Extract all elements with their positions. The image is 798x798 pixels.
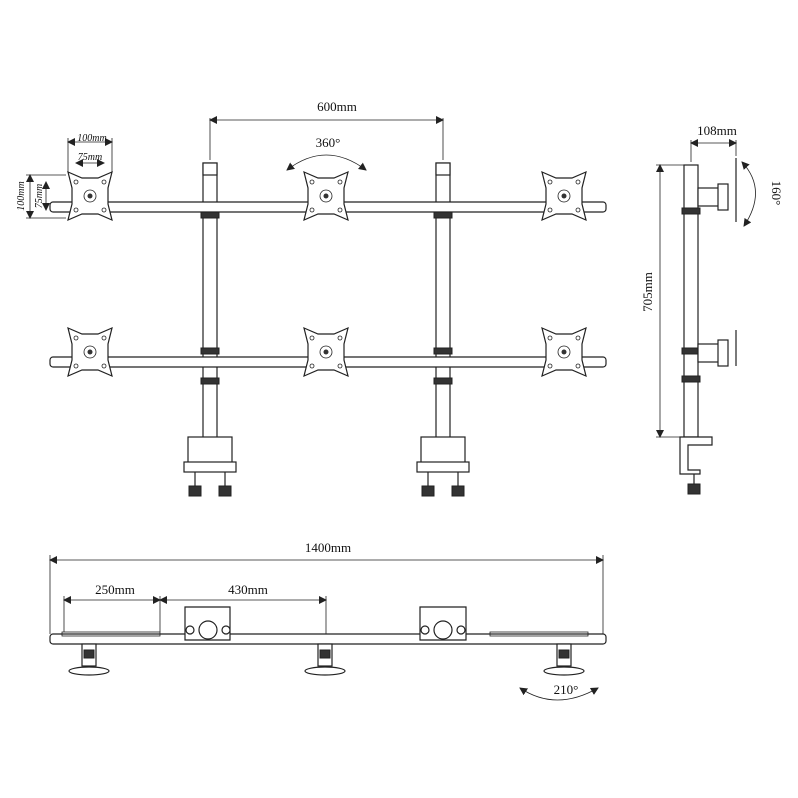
top-view: 1400mm 250mm 430mm 210° xyxy=(49,540,607,701)
height-label: 705mm xyxy=(640,272,655,312)
vesa-outer-width-label: 100mm xyxy=(77,133,106,144)
tilt-label: 160° xyxy=(769,181,784,206)
pivot-mount xyxy=(68,643,110,676)
vesa-plate xyxy=(303,170,349,222)
vesa-outer-height-label: 100mm xyxy=(16,181,27,210)
side-view: 108mm 160° 705mm xyxy=(640,123,784,495)
clamp-head xyxy=(419,606,467,641)
arm-spacing-label: 600mm xyxy=(317,99,357,114)
vesa-plate xyxy=(67,326,113,378)
top-view-bar xyxy=(49,633,607,645)
vesa-inner-width-label: 75mm xyxy=(78,152,102,163)
total-width-label: 1400mm xyxy=(305,540,351,555)
front-view: 600mm 360° 100mm 75mm 100mm 75mm xyxy=(16,99,607,497)
pivot-mount xyxy=(543,643,585,676)
swivel-label: 210° xyxy=(554,682,579,697)
vesa-plate xyxy=(541,170,587,222)
vesa-plate xyxy=(303,326,349,378)
pivot-mount xyxy=(304,643,346,676)
left-clamp xyxy=(183,436,237,497)
end-offset-label: 250mm xyxy=(95,582,135,597)
vesa-inner-height-label: 75mm xyxy=(34,184,45,208)
depth-label: 108mm xyxy=(697,123,737,138)
clamp-spacing-label: 430mm xyxy=(228,582,268,597)
rotation-label: 360° xyxy=(316,135,341,150)
vesa-plate xyxy=(541,326,587,378)
vesa-plate xyxy=(67,170,113,222)
side-pole xyxy=(683,164,699,438)
clamp-head xyxy=(184,606,231,641)
right-clamp xyxy=(416,436,470,497)
